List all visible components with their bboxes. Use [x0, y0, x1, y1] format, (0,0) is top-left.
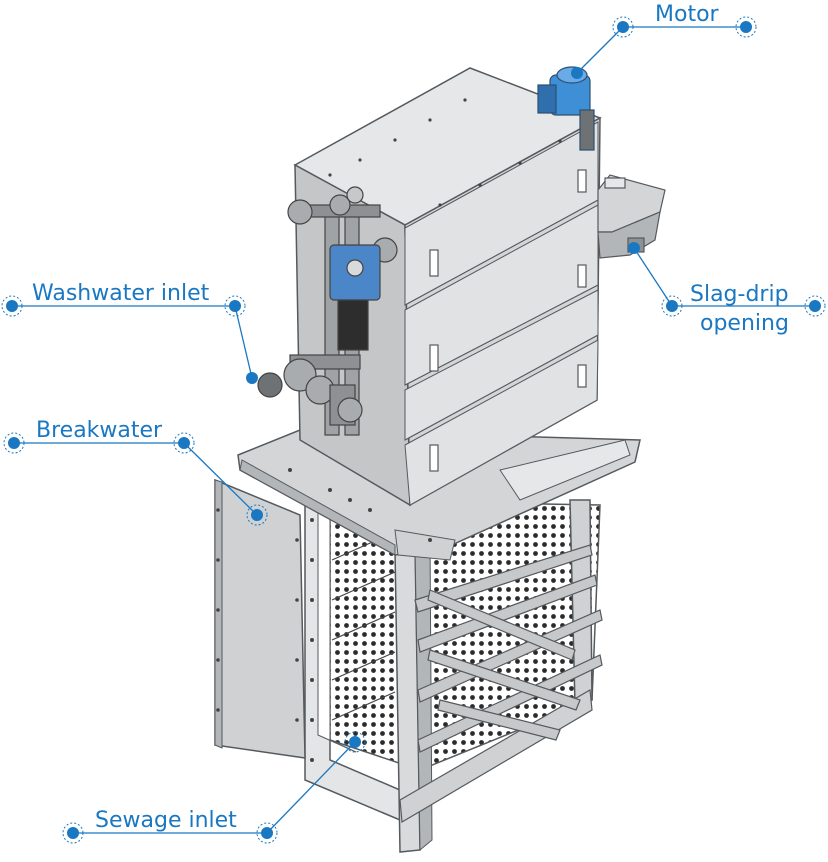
- motor-marker-dot: [571, 16, 757, 79]
- slag-drip-marker-dot: [628, 242, 826, 317]
- callout-dots: [1, 16, 826, 844]
- breakwater-label: Breakwater: [36, 418, 163, 443]
- callout-leaders: [12, 26, 815, 834]
- washwater-marker-dot: [1, 295, 258, 384]
- breakwater-plate: [214, 478, 306, 759]
- sewage-inlet-label: Sewage inlet: [95, 808, 237, 833]
- main-housing: [293, 67, 602, 507]
- screen-frame: [304, 469, 603, 853]
- motor-label: Motor: [655, 2, 719, 27]
- washwater-inlet-label: Washwater inlet: [32, 281, 210, 306]
- mounting-platform: [237, 429, 641, 561]
- sewage-inlet-marker-dot: [62, 731, 366, 844]
- slag-drip-label-line1: Slag-drip: [690, 282, 789, 307]
- washwater-piping: [257, 186, 398, 436]
- slag-drip-label-line2: opening: [700, 311, 789, 336]
- breakwater-marker-dot: [3, 432, 268, 526]
